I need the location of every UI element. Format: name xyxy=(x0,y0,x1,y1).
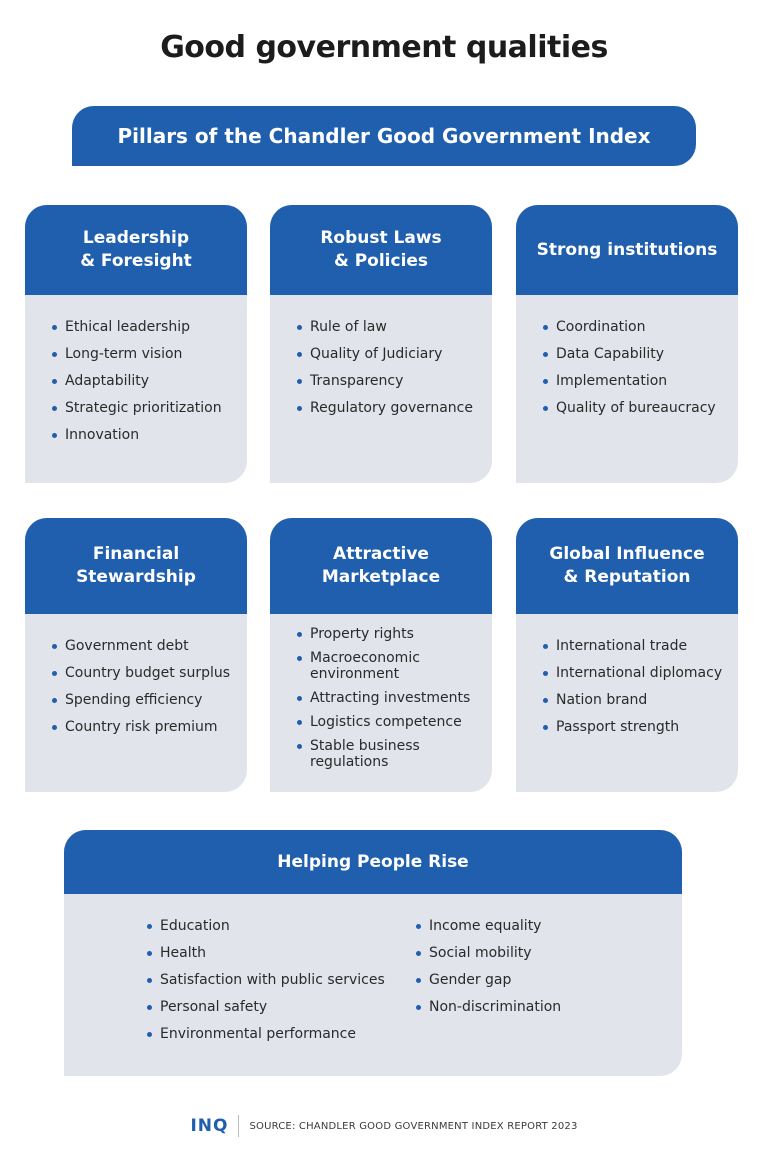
pillar-card-marketplace: Attractive Marketplace Property rights M… xyxy=(270,518,492,792)
list-item: Spending efficiency xyxy=(49,692,247,708)
source-note: SOURCE: CHANDLER GOOD GOVERNMENT INDEX R… xyxy=(249,1120,578,1132)
list-item: Gender gap xyxy=(413,972,682,988)
list-item: Innovation xyxy=(49,427,247,443)
pillar-title: Financial Stewardship xyxy=(25,518,247,614)
pillar-card-global: Global Influence & Reputation Internatio… xyxy=(516,518,738,792)
pillar-item-list: International trade International diplom… xyxy=(516,614,738,735)
list-item: Property rights xyxy=(294,626,492,642)
list-item: Education xyxy=(144,918,413,934)
list-item: Long-term vision xyxy=(49,346,247,362)
pillar-item-list: Ethical leadership Long-term vision Adap… xyxy=(25,295,247,443)
pillar-card-laws: Robust Laws & Policies Rule of law Quali… xyxy=(270,205,492,483)
list-item: Implementation xyxy=(540,373,738,389)
pillar-title: Global Influence & Reputation xyxy=(516,518,738,614)
list-item: Strategic prioritization xyxy=(49,400,247,416)
list-item: Country budget surplus xyxy=(49,665,247,681)
footer-divider xyxy=(238,1115,240,1137)
list-item: Country risk premium xyxy=(49,719,247,735)
list-item: Quality of Judiciary xyxy=(294,346,492,362)
list-item: Adaptability xyxy=(49,373,247,389)
pillar-item-list: Government debt Country budget surplus S… xyxy=(25,614,247,735)
list-item: Coordination xyxy=(540,319,738,335)
pillar-title: Leadership & Foresight xyxy=(25,205,247,295)
list-item: Logistics competence xyxy=(294,714,492,730)
pillar-card-institutions: Strong institutions Coordination Data Ca… xyxy=(516,205,738,483)
pillar-title: Robust Laws & Policies xyxy=(270,205,492,295)
pillar-title: Attractive Marketplace xyxy=(270,518,492,614)
list-item: Rule of law xyxy=(294,319,492,335)
pillar-item-list: Coordination Data Capability Implementat… xyxy=(516,295,738,416)
list-item: Income equality xyxy=(413,918,682,934)
pillar-title: Helping People Rise xyxy=(64,830,682,894)
list-item: Satisfaction with public services xyxy=(144,972,413,988)
list-item: Regulatory governance xyxy=(294,400,492,416)
list-item: International trade xyxy=(540,638,738,654)
list-item: Passport strength xyxy=(540,719,738,735)
pillar-item-list-left: Education Health Satisfaction with publi… xyxy=(144,918,413,1053)
list-item: Nation brand xyxy=(540,692,738,708)
list-item: Social mobility xyxy=(413,945,682,961)
list-item: Personal safety xyxy=(144,999,413,1015)
page-title: Good government qualities xyxy=(160,30,608,65)
list-item: Environmental performance xyxy=(144,1026,413,1042)
list-item: Stable business regulations xyxy=(294,738,460,770)
pillar-item-list: Property rights Macroeconomic environmen… xyxy=(270,614,492,770)
pillar-item-list-right: Income equality Social mobility Gender g… xyxy=(413,918,682,1053)
list-item: Transparency xyxy=(294,373,492,389)
pillar-card-financial: Financial Stewardship Government debt Co… xyxy=(25,518,247,792)
list-item: Health xyxy=(144,945,413,961)
list-item: Quality of bureaucracy xyxy=(540,400,738,416)
footer: INQ SOURCE: CHANDLER GOOD GOVERNMENT IND… xyxy=(0,1114,768,1138)
pillar-card-leadership: Leadership & Foresight Ethical leadershi… xyxy=(25,205,247,483)
list-item: Government debt xyxy=(49,638,247,654)
pillar-title: Strong institutions xyxy=(516,205,738,295)
index-banner: Pillars of the Chandler Good Government … xyxy=(72,106,696,166)
inq-logo: INQ xyxy=(190,1116,229,1136)
list-item: Ethical leadership xyxy=(49,319,247,335)
list-item: Macroeconomic environment xyxy=(294,650,460,682)
list-item: International diplomacy xyxy=(540,665,738,681)
pillar-card-helping-people-rise: Helping People Rise Education Health Sat… xyxy=(64,830,682,1076)
list-item: Attracting investments xyxy=(294,690,492,706)
list-item: Non-discrimination xyxy=(413,999,682,1015)
list-item: Data Capability xyxy=(540,346,738,362)
pillar-item-list: Rule of law Quality of Judiciary Transpa… xyxy=(270,295,492,416)
